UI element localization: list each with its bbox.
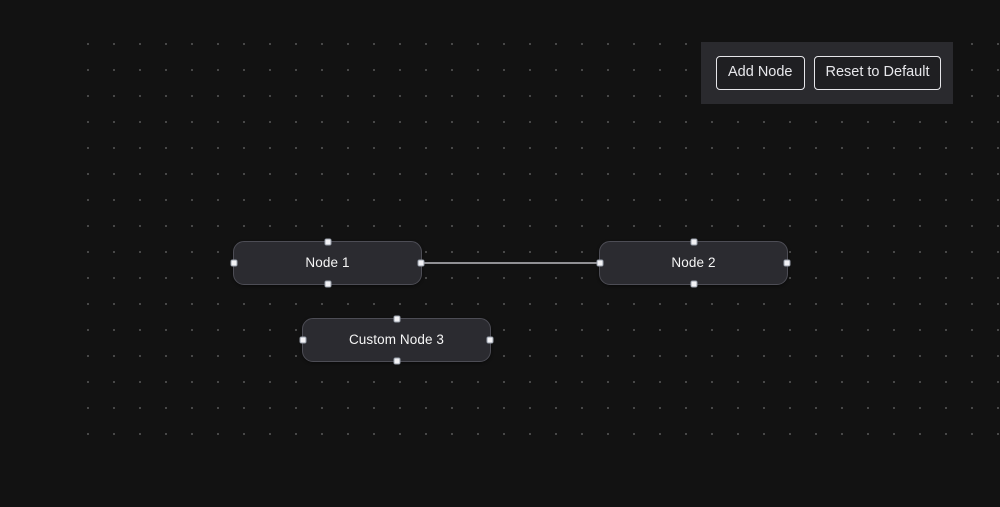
handle-left-node-2[interactable] <box>596 259 604 267</box>
handle-top-node-2[interactable] <box>690 238 697 246</box>
handle-top-node-1[interactable] <box>324 238 331 246</box>
handle-bottom-node-3[interactable] <box>393 357 400 365</box>
grid-mask-left <box>0 0 75 507</box>
grid-mask-top <box>0 0 1000 30</box>
handle-right-node-1[interactable] <box>417 259 425 267</box>
handle-top-node-3[interactable] <box>393 315 400 323</box>
node-node-2[interactable]: Node 2 <box>596 238 791 288</box>
handle-right-node-2[interactable] <box>783 259 791 267</box>
add-node-button[interactable]: Add Node <box>716 56 805 90</box>
node-label: Node 1 <box>305 255 350 271</box>
handle-bottom-node-1[interactable] <box>324 280 331 288</box>
handle-left-node-1[interactable] <box>230 259 238 267</box>
node-label: Custom Node 3 <box>348 332 445 348</box>
reset-to-default-button[interactable]: Reset to Default <box>813 56 942 90</box>
controls-panel: Add Node Reset to Default <box>701 42 953 104</box>
grid-mask-bottom <box>0 458 1000 507</box>
handle-left-node-3[interactable] <box>299 336 307 344</box>
handle-bottom-node-2[interactable] <box>690 280 697 288</box>
node-node-1[interactable]: Node 1 <box>230 238 425 288</box>
node-node-3[interactable]: Custom Node 3 <box>299 315 494 365</box>
node-label: Node 2 <box>671 255 716 271</box>
handle-right-node-3[interactable] <box>486 336 494 344</box>
